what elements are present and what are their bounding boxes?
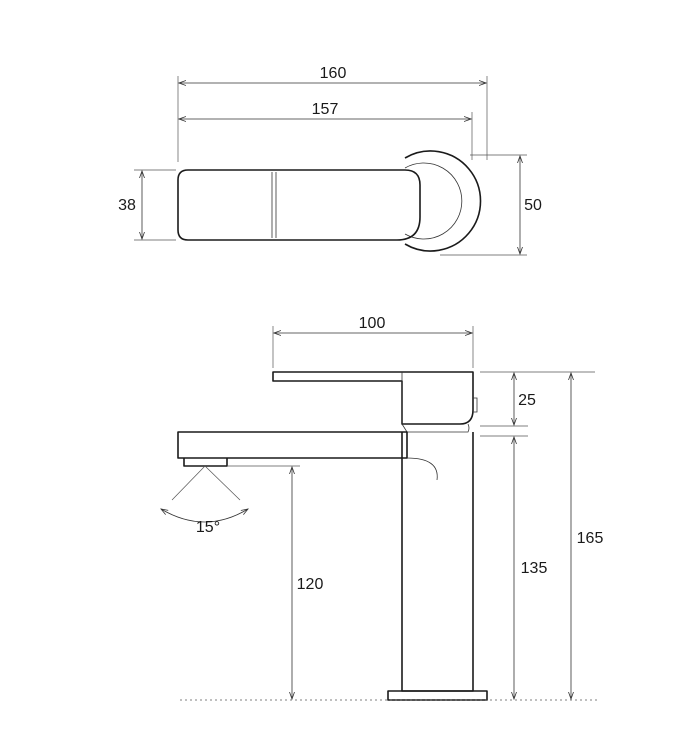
side-view: 15° 100 25 135 165 120 (161, 315, 604, 701)
body-outline (401, 432, 474, 692)
handle-top-outline (177, 169, 421, 241)
aerator-outline (183, 458, 228, 467)
handle-lever-outline (272, 371, 474, 425)
spray-angle-arc (161, 509, 248, 523)
dim-label-50: 50 (524, 197, 542, 214)
dim-label-100: 100 (359, 315, 386, 332)
dim-label-38: 38 (118, 197, 136, 214)
spout-body-curve (406, 457, 438, 481)
spray-line-left (171, 465, 206, 501)
dim-label-157: 157 (312, 101, 339, 118)
dim-label-165: 165 (577, 530, 604, 547)
dim-label-25: 25 (518, 392, 536, 409)
top-view: 160 157 38 50 (118, 65, 542, 256)
base-plate-outline (387, 690, 488, 701)
dim-label-135: 135 (521, 560, 548, 577)
dim-label-160: 160 (320, 65, 347, 82)
base-circle-inner (404, 162, 463, 240)
dim-label-120: 120 (297, 576, 324, 593)
handle-joint (401, 423, 470, 433)
handle-cartridge-button (473, 397, 478, 413)
spray-line-right (204, 465, 241, 501)
dim-label-15deg: 15° (196, 519, 220, 536)
spout-outline (177, 431, 408, 459)
base-circle-outer (404, 150, 482, 252)
